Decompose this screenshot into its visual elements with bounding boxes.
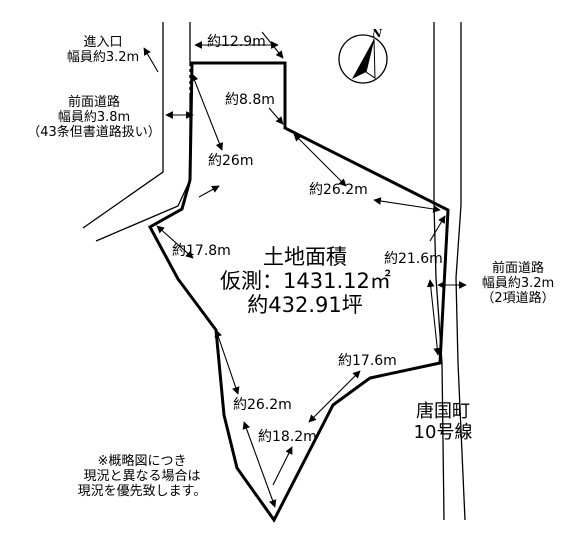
land-area-sokuryo: 仮測：1431.12㎡	[220, 269, 391, 294]
measurement-label: 約21.6m	[384, 251, 443, 267]
land-area-title: 土地面積	[263, 245, 347, 269]
measurement-label: 約17.6m	[338, 353, 397, 369]
disclaimer-note: ※概略図につき 現況と異なる場合は 現況を優先致します。	[77, 454, 207, 499]
measurement-label: 約18.2m	[258, 429, 317, 445]
right-road-lines	[433, 22, 466, 521]
measurement-label: 約17.8m	[172, 243, 231, 259]
front-road-left-label: 前面道路 幅員約3.8m （43条但書道路扱い）	[27, 95, 161, 140]
compass-north-label: N	[372, 27, 383, 40]
measurement-label: 約26m	[208, 153, 254, 169]
land-area-tsubo: 約432.91坪	[247, 293, 363, 318]
land-area-block: 土地面積 仮測：1431.12㎡ 約432.91坪	[220, 245, 391, 318]
entrance-label: 進入口 幅員約3.2m	[66, 35, 140, 65]
measurement-label: 約8.8m	[225, 92, 275, 108]
dimension-arrows	[143, 31, 467, 508]
measurement-label: 約26.2m	[309, 182, 368, 198]
street-label: 唐国町 10号線	[413, 401, 473, 443]
front-road-right-label: 前面道路 幅員約3.2m （2項道路）	[481, 261, 555, 306]
measurement-label: 約26.2m	[233, 397, 292, 413]
compass-icon	[338, 34, 388, 84]
measurement-label: 約12.9m	[207, 34, 266, 50]
